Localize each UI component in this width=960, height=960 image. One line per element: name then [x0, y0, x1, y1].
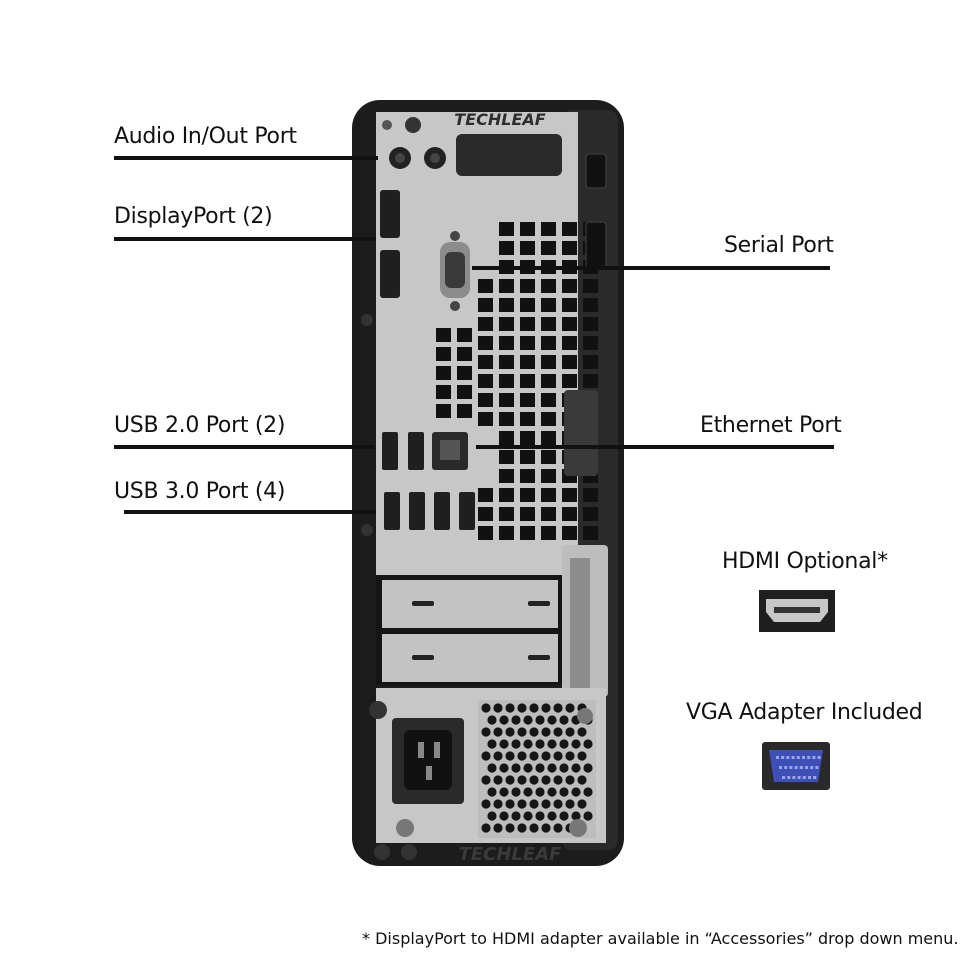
handle-latch	[456, 134, 562, 176]
usb2-port-icon	[382, 432, 398, 470]
screw-icon	[396, 819, 414, 837]
label-ethernet-port: Ethernet Port	[700, 413, 842, 438]
label-displayport: DisplayPort (2)	[114, 204, 273, 229]
label-serial-port: Serial Port	[724, 233, 834, 258]
usb3-port-icon	[384, 492, 400, 530]
displayport-icon	[380, 250, 400, 298]
lead-line-serial	[472, 266, 830, 270]
lead-line-usb2	[114, 445, 374, 449]
lead-line-audio	[114, 156, 378, 160]
vga-connector-icon	[762, 742, 830, 790]
label-hdmi-optional: HDMI Optional*	[722, 549, 888, 574]
footnote: * DisplayPort to HDMI adapter available …	[362, 929, 959, 948]
label-usb3-port: USB 3.0 Port (4)	[114, 479, 286, 504]
lead-line-usb3	[124, 510, 376, 514]
usb3-port-icon	[409, 492, 425, 530]
displayport-icon	[380, 190, 400, 238]
label-audio-port: Audio In/Out Port	[114, 124, 297, 149]
label-vga-adapter: VGA Adapter Included	[686, 700, 923, 725]
usb3-port-icon	[459, 492, 475, 530]
usb3-port-icon	[434, 492, 450, 530]
screw-icon	[569, 819, 587, 837]
watermark-top: TECHLEAF	[454, 110, 545, 129]
side-latch	[564, 390, 598, 476]
watermark-bottom: TECHLEAF	[459, 844, 563, 865]
lead-line-displayport	[114, 237, 376, 241]
screw-icon	[577, 708, 593, 724]
lead-line-ethernet	[476, 445, 834, 449]
label-usb2-port: USB 2.0 Port (2)	[114, 413, 286, 438]
usb2-port-icon	[408, 432, 424, 470]
hdmi-icon	[759, 590, 835, 632]
